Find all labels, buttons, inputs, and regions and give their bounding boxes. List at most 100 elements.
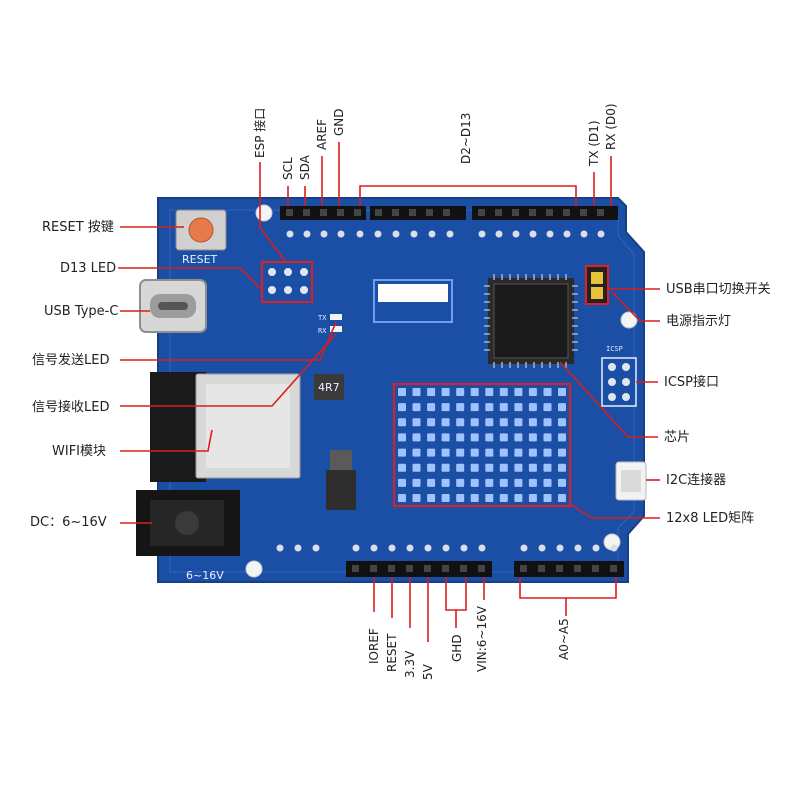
matrix-led [499,403,508,412]
matrix-led [485,448,494,457]
matrix-led [514,478,523,487]
matrix-led [528,448,537,457]
matrix-led [543,418,552,427]
matrix-led [412,403,421,412]
label-gnd-top: GND [332,108,346,136]
matrix-led [499,463,508,472]
matrix-led [398,478,406,487]
leader-tx-led [120,321,337,361]
label-reset-button: RESET 按键 [42,220,114,235]
label-ioref: IOREF [367,628,381,664]
main-chip-component [484,274,578,368]
label-tx-led: 信号发送LED [32,352,109,368]
leader-lines [118,142,660,642]
leader-d13-led [118,267,263,291]
matrix-led [485,478,494,487]
matrix-led [427,448,436,457]
leader-power-led [611,291,660,322]
matrix-led [558,494,566,502]
matrix-led [558,463,566,472]
label-a0-a5: A0~A5 [557,618,571,660]
leader-esp-port [259,162,287,263]
matrix-led [427,463,436,472]
matrix-led [558,478,566,487]
matrix-led [398,418,406,427]
silk-voltage: 6~16V [186,569,224,582]
label-5v: 5V [421,663,435,680]
matrix-led [514,418,523,427]
top-header-left [280,206,466,220]
matrix-led [441,388,450,396]
silk-reset: RESET [182,253,218,266]
matrix-led [528,433,537,442]
label-power-led: 电源指示灯 [666,314,731,329]
label-chip: 芯片 [664,430,690,445]
matrix-led [441,494,450,502]
matrix-led [398,388,406,396]
matrix-led [543,403,552,412]
label-i2c-connector: I2C连接器 [666,472,726,488]
matrix-led [499,388,508,396]
left-labels: RESET 按键 D13 LED USB Type-C 信号发送LED 信号接收… [30,220,118,530]
bottom-labels: IOREF RESET 3.3V 5V GHD VIN:6~16V A0~A5 [367,605,571,680]
matrix-led [558,433,566,442]
matrix-led [412,388,421,396]
matrix-led [470,478,479,487]
label-tx-d1: TX (D1) [587,120,601,167]
matrix-led [543,448,552,457]
label-sda: SDA [298,154,312,180]
matrix-led [441,403,450,412]
wifi-module-component [150,372,301,482]
matrix-led [543,463,552,472]
matrix-led [558,403,566,412]
matrix-led [499,433,508,442]
silk-icsp: ICSP [606,345,623,353]
label-icsp-port: ICSP接口 [664,374,719,390]
matrix-led [528,403,537,412]
label-usb-serial-switch: USB串口切换开关 [666,282,771,297]
label-vin: VIN:6~16V [475,605,489,672]
matrix-led [543,478,552,487]
right-labels: USB串口切换开关 电源指示灯 ICSP接口 芯片 I2C连接器 12x8 LE… [664,282,771,526]
leader-a0-a5 [519,577,617,599]
matrix-led [485,388,494,396]
usb-serial-switch-component [585,265,609,305]
esp-header-component [261,261,313,303]
top-header-right [472,206,618,220]
usb-c-component [139,279,207,333]
bottom-header-analog [514,561,624,577]
label-rx-d0: RX (D0) [604,103,618,150]
matrix-led [514,448,523,457]
label-d13-led: D13 LED [60,261,116,276]
matrix-led [558,388,566,396]
tx-rx-leds: TX RX [318,314,342,335]
matrix-led [470,433,479,442]
matrix-led [398,403,406,412]
regulator-component [326,450,356,510]
matrix-led [514,494,523,502]
matrix-led [398,448,406,457]
matrix-led [514,388,523,396]
matrix-led [485,433,494,442]
label-reset-bottom: RESET [385,633,399,672]
leader-led-matrix [569,503,660,519]
matrix-led [543,494,552,502]
matrix-led [543,388,552,396]
top-labels: ESP 接口 SCL SDA AREF GND D2~D13 TX (D1) R… [252,103,618,180]
white-label-pad [373,279,453,323]
reset-button-component: RESET [175,209,227,266]
matrix-led [485,403,494,412]
matrix-led [412,418,421,427]
matrix-led [485,418,494,427]
leader-rx-led [120,333,337,407]
matrix-led [558,448,566,457]
matrix-led [499,448,508,457]
matrix-led [427,418,436,427]
matrix-led [441,433,450,442]
silk-inductor: 4R7 [318,381,340,394]
label-3v3: 3.3V [403,650,417,678]
leader-d2-d13 [359,185,577,206]
matrix-led [412,433,421,442]
matrix-led [427,478,436,487]
